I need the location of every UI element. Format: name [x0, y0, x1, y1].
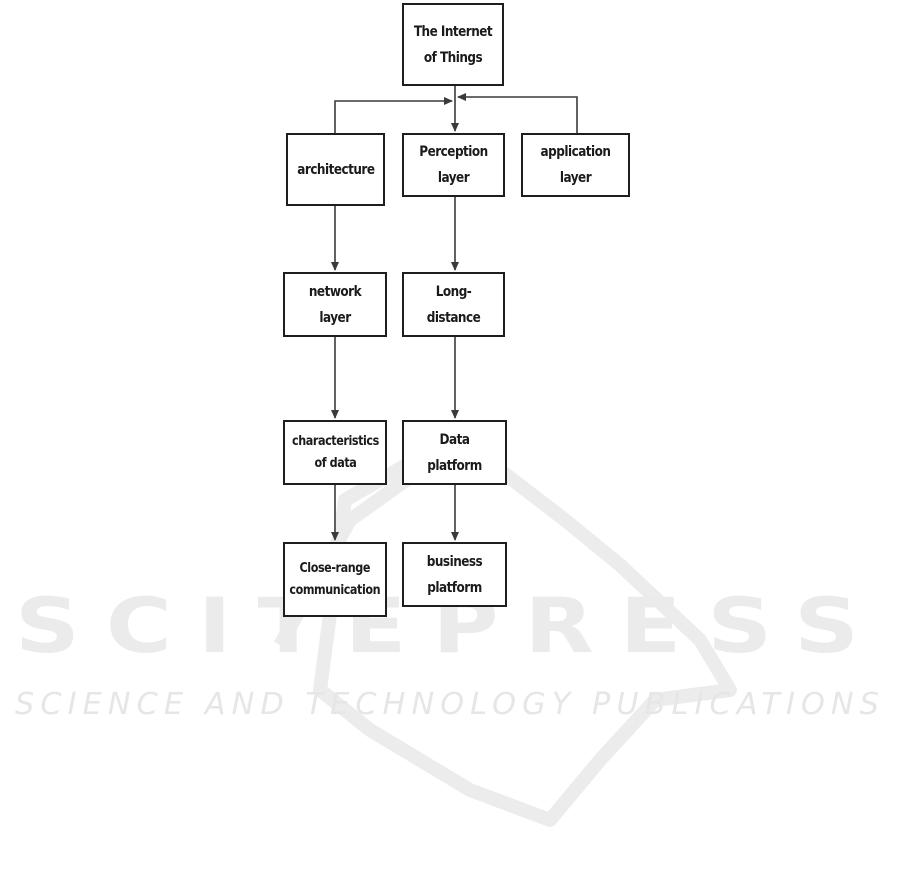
node-business-platform: business platform [402, 542, 507, 607]
node-label: characteristics of data [292, 431, 379, 475]
node-label: business platform [414, 549, 496, 601]
node-label: application layer [533, 139, 618, 191]
node-label: network layer [295, 279, 376, 331]
node-architecture: architecture [286, 133, 385, 206]
edge-architecture-to-iot [335, 101, 452, 133]
node-application-layer: application layer [521, 133, 630, 197]
node-perception-layer: Perception layer [402, 133, 505, 197]
node-label: Long-distance [414, 279, 494, 331]
node-label: Data platform [414, 427, 496, 479]
node-label: Perception layer [414, 139, 494, 191]
node-close-range-communication: Close-range communication [283, 542, 387, 617]
node-label: Close-range communication [290, 558, 381, 602]
node-label: architecture [297, 157, 374, 183]
node-data-platform: Data platform [402, 420, 507, 485]
node-network-layer: network layer [283, 272, 387, 337]
edge-application-to-iot [458, 97, 577, 133]
node-long-distance: Long-distance [402, 272, 505, 337]
node-characteristics-of-data: characteristics of data [283, 420, 387, 485]
node-label: The Internet of Things [413, 19, 492, 71]
node-internet-of-things: The Internet of Things [402, 3, 504, 86]
